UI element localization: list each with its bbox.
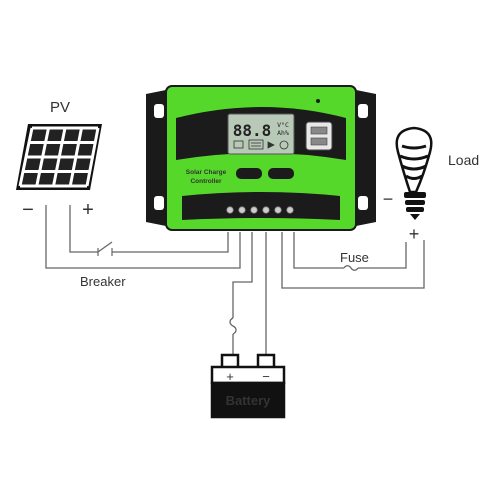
pv-grid-col xyxy=(52,127,67,187)
lcd-unit-temp: V°C xyxy=(277,121,289,129)
lcd-unit-current: Ah% xyxy=(277,129,289,137)
battery-plus-label: + xyxy=(226,369,234,384)
wire-load-negative xyxy=(281,232,425,289)
indicator-dot xyxy=(316,99,320,103)
fuse-label: Fuse xyxy=(340,250,369,265)
controller-button-right[interactable] xyxy=(268,168,294,179)
controller-title-line1: Solar Charge xyxy=(186,169,227,176)
lcd-icons xyxy=(233,139,289,150)
lcd-display xyxy=(227,113,295,155)
load-label: Load xyxy=(448,152,479,168)
load-bulb xyxy=(395,126,433,220)
solar-charge-controller: 88.8 V°C Ah% Solar Charge Controller xyxy=(146,85,376,231)
battery-label: Battery xyxy=(226,393,272,408)
wire-load-positive xyxy=(293,232,344,269)
load-minus-label: − xyxy=(383,189,394,209)
wire-pv-negative xyxy=(45,205,241,269)
wiring xyxy=(45,205,425,358)
battery xyxy=(210,353,286,419)
usb-port-panel xyxy=(305,121,333,151)
usb-port-2 xyxy=(310,137,328,146)
breaker-switch xyxy=(97,241,113,253)
pv-minus-label: − xyxy=(22,199,34,221)
battery-minus-label: − xyxy=(262,369,270,384)
breaker-label: Breaker xyxy=(80,274,126,289)
pv-plus-label: + xyxy=(82,199,94,221)
wire-pv-positive-2 xyxy=(112,232,229,253)
pv-grid-col xyxy=(68,127,83,187)
wire-pv-positive xyxy=(69,205,98,253)
wire-battery-positive xyxy=(232,232,253,318)
lcd-digits: 88.8 xyxy=(233,121,272,140)
controller-button-left[interactable] xyxy=(236,168,262,179)
load-plus-label: + xyxy=(409,224,420,244)
pv-label: PV xyxy=(50,99,70,116)
solar-panel xyxy=(16,124,102,190)
battery-fuse xyxy=(229,317,237,335)
usb-port-1 xyxy=(310,126,328,135)
controller-title-line2: Controller xyxy=(190,178,222,185)
wire-load-positive-2 xyxy=(358,242,407,269)
pv-grid-col xyxy=(85,127,100,187)
load-fuse xyxy=(343,265,359,271)
breaker-marks xyxy=(97,248,113,256)
terminal-screws xyxy=(226,206,294,214)
